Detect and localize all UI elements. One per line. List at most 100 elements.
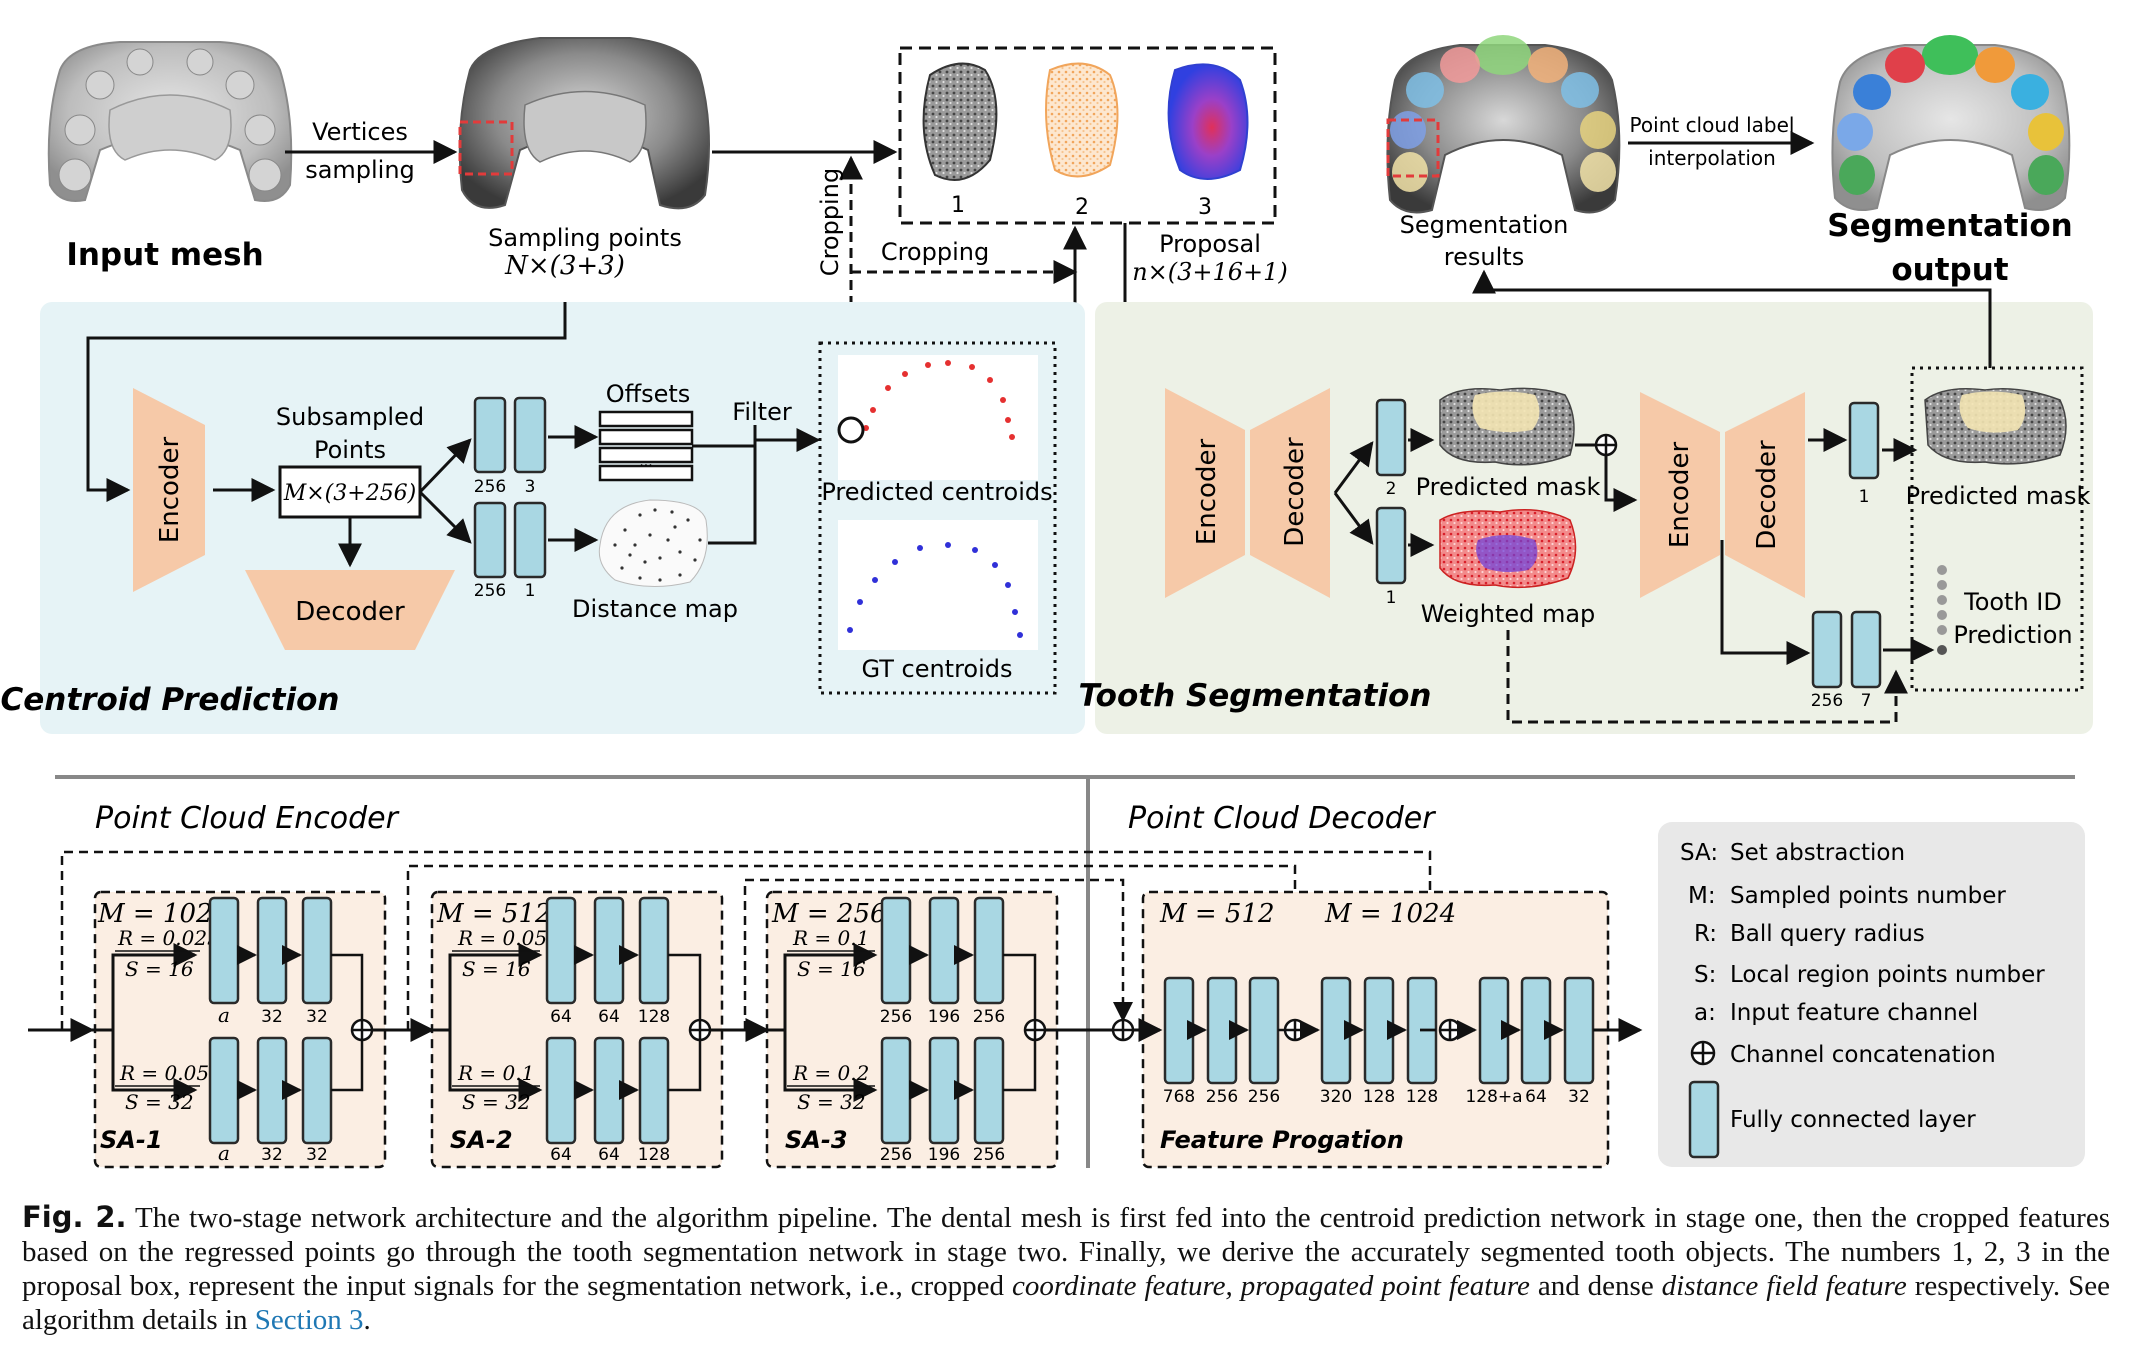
sa2-R2: R = 0.1 [457,1061,534,1085]
sa1-R1: R = 0.025 [117,926,220,950]
gt-centroids-label: GT centroids [861,655,1012,683]
sa2-bot-dim-2: 64 [598,1145,620,1165]
fp-M1: M = 512 [1159,899,1275,929]
fp-dim-6: 128 [1406,1087,1438,1107]
tooth-decoder-1-label: Decoder [1280,437,1310,547]
centroid-encoder [133,388,205,592]
sa-block-3: M = 256 R = 0.1 S = 16 R = 0.2 S = 32 25… [765,890,1059,1169]
caption-italic-1: coordinate feature, propagated point fea… [1011,1270,1530,1302]
fc-mask2-dim: 1 [1859,487,1870,507]
sa2-S2: S = 32 [462,1090,531,1114]
proposal-feature-crop [1045,62,1119,178]
segmentation-output-image [1831,35,2071,211]
offsets-more: ... [639,454,652,470]
centroid-decoder [245,570,455,650]
sa3-bot-dim-3: 256 [973,1145,1005,1165]
sa2-bot-dim-3: 128 [638,1145,670,1165]
seg-output-label-2: output [1891,252,2008,288]
tooth-title: Tooth Segmentation [1079,678,1432,714]
proposal-num-3: 3 [1198,195,1212,220]
centroid-fc-lower-2 [513,501,547,579]
tooth-output-box [1910,366,2084,692]
arrow-sampling-to-encoder [86,302,567,502]
proposal-coordinate-crop [922,62,998,181]
sa-block-2: M = 512 R = 0.05 S = 16 R = 0.1 S = 32 6… [430,890,724,1169]
subsampled-label-2: Points [314,436,386,464]
encoder-section-title: Point Cloud Encoder [95,801,400,836]
predicted-mask-1-image [1439,387,1575,466]
legend-text-3: Ball query radius [1730,921,1925,947]
tooth-encoder-2-label: Encoder [1665,442,1695,549]
skip-connection-3 [743,878,1133,1030]
sampling-dims: N×(3+3) [504,251,625,281]
sa3-label: SA-3 [785,1126,848,1154]
fc-upper-dim-2: 3 [525,477,536,497]
caption-text-4: . [363,1304,371,1336]
arrow-enc2-to-id [1720,540,1811,665]
section-3-link[interactable]: Section 3 [254,1304,364,1336]
legend: SA: Set abstraction M: Sampled points nu… [1680,840,2045,1159]
proposal-num-1: 1 [951,193,965,218]
sa3-R2: R = 0.2 [792,1061,869,1085]
sa1-bot-dim-2: 32 [261,1145,283,1165]
legend-key-1: SA: [1680,840,1718,866]
gt-centroid-points [847,542,1023,638]
seg-output-label-1: Segmentation [1827,208,2073,244]
fc-upper-dim-1: 256 [474,477,506,497]
fp-dim-2: 256 [1206,1087,1238,1107]
sa2-top-dim-3: 128 [638,1007,670,1027]
legend-key-4: S: [1694,962,1716,988]
sa2-top-dim-2: 64 [598,1007,620,1027]
centroid-encoder-label: Encoder [155,437,185,544]
distance-map-image [598,499,708,588]
legend-text-7: Fully connected layer [1730,1107,1976,1133]
cropping-vertical-label: Cropping [816,168,844,276]
sa-block-1: M = 1024 R = 0.025 S = 16 R = 0.05 S = 3… [92,890,387,1169]
line-distance-filter [708,446,757,545]
sa1-top-dim-3: 32 [306,1007,328,1027]
tooth-fc-id-2 [1850,610,1882,689]
sampling-points-label: Sampling points [488,224,682,252]
proposal-dims: n×(3+16+1) [1132,258,1288,286]
caption-label: Fig. 2. [22,1200,127,1234]
sa3-S1: S = 16 [797,957,866,981]
selected-centroid-circle [837,416,865,444]
decoder-section-title: Point Cloud Decoder [1128,801,1436,836]
arrow-sub-to-fc-lower [418,490,472,544]
arrow-concat-to-encoder2 [1604,455,1638,512]
fc-id-dim-2: 7 [1861,691,1872,711]
tooth-decoder-2 [1725,392,1805,598]
interpolation-label-2: interpolation [1648,146,1776,170]
proposal-num-2: 2 [1075,195,1089,220]
proposal-box [898,46,1277,225]
predicted-centroids-label: Predicted centroids [821,478,1052,506]
centroids-box [818,341,1057,695]
sa1-bot-dim-1: a [218,1141,230,1165]
sa3-top-dim-1: 256 [880,1007,912,1027]
tooth-fc-mask [1375,398,1407,477]
centroid-fc-upper-2 [513,396,547,474]
caption-text-1: The two-stage network architecture and t… [22,1202,2110,1302]
legend-fc-icon [1688,1080,1720,1159]
fp-dim-7: 128+a [1465,1087,1522,1107]
offsets-label: Offsets [606,380,691,408]
tooth-id-label-1: Tooth ID [1963,588,2062,616]
fp-dim-5: 128 [1363,1087,1395,1107]
fc-weight-dim: 1 [1386,588,1397,608]
sa1-R2: R = 0.05 [119,1061,209,1085]
sa3-R1: R = 0.1 [792,926,869,950]
vertices-label: Vertices [312,118,408,146]
sa2-label: SA-2 [450,1126,513,1154]
arrow-dec-to-weight [1333,492,1374,545]
legend-text-6: Channel concatenation [1730,1042,1996,1068]
seg-results-label-2: results [1444,243,1524,271]
arrow-sub-to-fc-upper [418,438,472,494]
subsampled-label-1: Subsampled [276,403,424,431]
sa1-top-dim-2: 32 [261,1007,283,1027]
weighted-map-image [1439,509,1577,589]
sa2-R1: R = 0.05 [457,926,547,950]
legend-key-2: M: [1688,883,1716,909]
segmentation-results-image [1386,35,1621,214]
sa3-top-dim-3: 256 [973,1007,1005,1027]
fp-label: Feature Progation [1160,1126,1404,1154]
